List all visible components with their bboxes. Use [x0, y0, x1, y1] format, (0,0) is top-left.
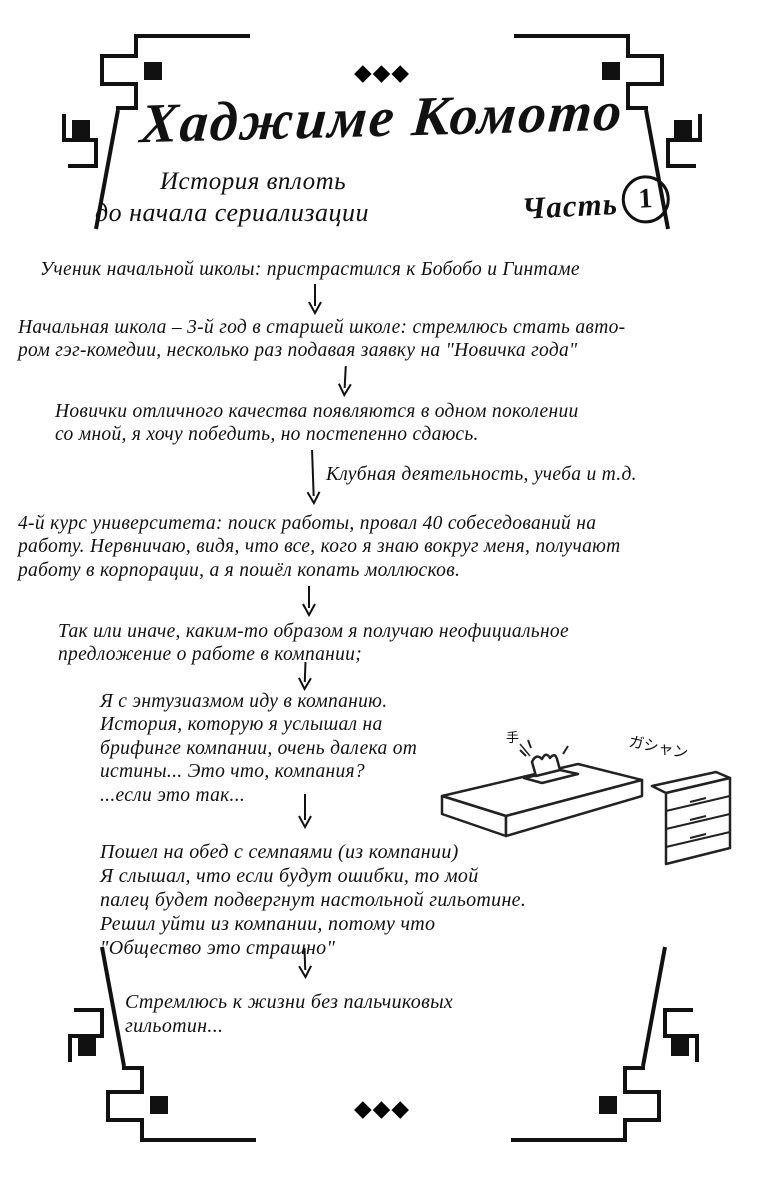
flow-arrow-down-icon — [298, 661, 312, 692]
flow-arrow-down-icon — [306, 449, 321, 506]
flow-step: Я с энтузиазмом иду в компанию. История,… — [100, 691, 418, 806]
part-label: Часть — [521, 185, 619, 226]
hand-label-pointer — [519, 743, 531, 757]
diamond-divider-top-icon: ◆◆◆ — [353, 60, 411, 86]
flow-step: Так или иначе, каким-то образом я получа… — [58, 621, 569, 666]
corner-ornament-bottom-left-icon — [58, 942, 258, 1154]
flow-arrow-down-icon — [298, 794, 312, 830]
sound-effect-text: ガシャン — [627, 732, 689, 762]
flow-step: Новички отличного качества появляются в … — [55, 401, 579, 446]
flow-arrow-down-icon — [337, 365, 352, 398]
flow-arrow-down-icon — [308, 284, 322, 316]
drawer-unit-icon — [650, 770, 732, 866]
flow-arrow-down-icon — [298, 947, 312, 980]
diamond-divider-bottom-icon: ◆◆◆ — [353, 1096, 411, 1122]
hand-label: 手 — [506, 731, 519, 746]
page-title: Хаджиме Комото — [138, 80, 626, 156]
part-number-circled: 1 — [620, 174, 671, 225]
flow-step: Ученик начальной школы: пристрастился к … — [40, 259, 580, 280]
page-subtitle-line1: История вплоть — [160, 168, 347, 195]
motion-lines-icon — [519, 739, 569, 757]
corner-ornament-bottom-right-icon — [509, 942, 709, 1154]
flow-step: Начальная школа – 3-й год в старшей школ… — [18, 317, 626, 362]
flow-arrow-down-icon — [302, 586, 316, 618]
flow-step: 4-й курс университета: поиск работы, про… — [18, 513, 621, 581]
arrow-side-note: Клубная деятельность, учеба и т.д. — [326, 464, 637, 485]
hand-icon — [530, 753, 562, 778]
page-subtitle-line2: до начала сериализации — [95, 198, 369, 227]
flow-step: Пошел на обед с семпаями (из компании) Я… — [100, 841, 527, 959]
drawer-lines-icon — [665, 795, 731, 848]
desk-icon — [440, 762, 644, 838]
part-badge: Часть 1 — [521, 174, 671, 230]
flow-step: Стремлюсь к жизни без пальчиковых гильот… — [125, 991, 454, 1037]
desk-guillotine-sketch: 手 ガシャン — [440, 731, 732, 866]
